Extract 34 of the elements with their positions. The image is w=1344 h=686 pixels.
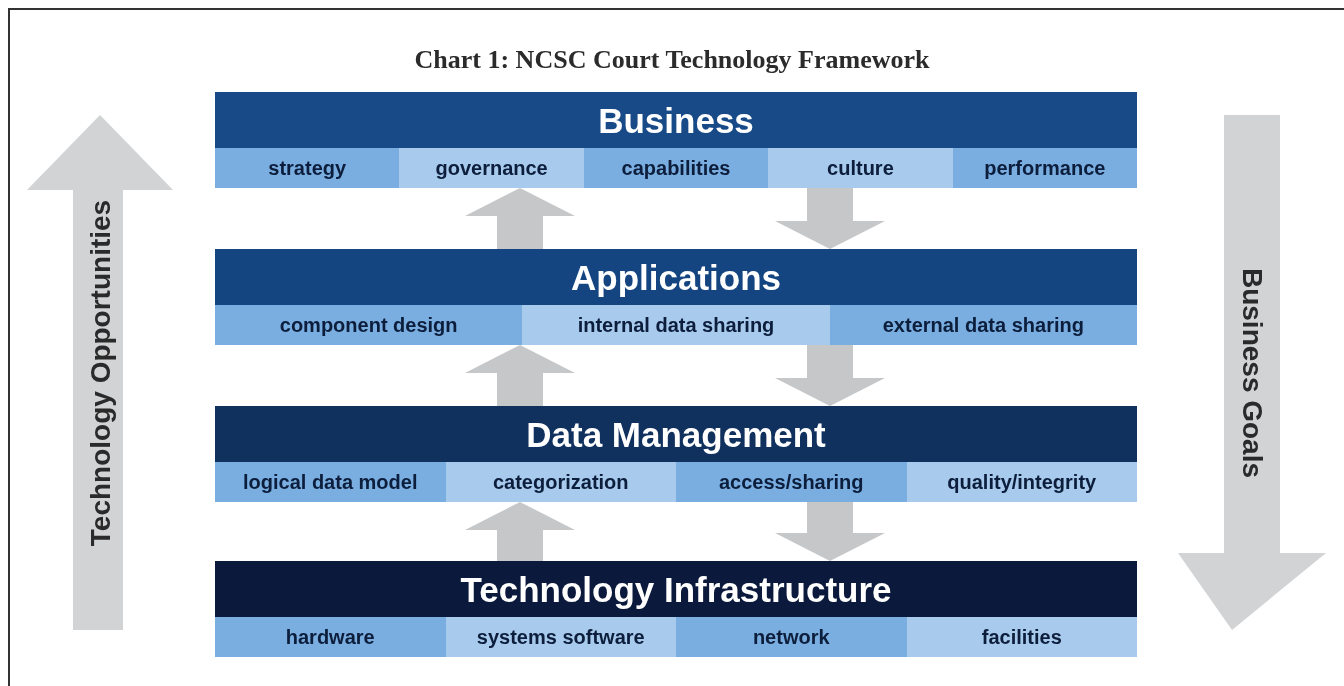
component-cell: component design <box>215 305 523 345</box>
block-arrow <box>775 345 885 406</box>
layer-panel <box>215 561 1137 657</box>
arrow-label: Business Goals <box>1236 267 1269 478</box>
direction-block-arrow <box>1178 115 1326 630</box>
chart-title: Chart 1: NCSC Court Technology Framework <box>413 44 931 76</box>
component-cell: performance <box>952 148 1138 188</box>
component-cell: network <box>676 617 907 657</box>
component-cell: strategy <box>215 148 400 188</box>
block-arrow <box>465 188 575 249</box>
layer-heading: Business <box>598 102 754 138</box>
layer-panel <box>215 92 1137 188</box>
arrow-label: Technology Opportunities <box>84 199 117 546</box>
component-cell: hardware <box>215 617 446 657</box>
layer-heading: Data Management <box>526 416 826 452</box>
direction-block-arrow <box>27 115 175 630</box>
component-cell: quality/integrity <box>906 462 1137 502</box>
component-cell: logical data model <box>215 462 446 502</box>
component-cell: governance <box>399 148 584 188</box>
block-arrow <box>465 502 575 561</box>
layer-heading: Applications <box>571 259 781 295</box>
layer-panel <box>215 249 1137 345</box>
component-cell: access/sharing <box>676 462 907 502</box>
component-cell: systems software <box>445 617 676 657</box>
layer-heading: Technology Infrastructure <box>460 571 892 607</box>
component-cell: categorization <box>445 462 676 502</box>
component-cell: culture <box>768 148 953 188</box>
layer-panel <box>215 406 1137 502</box>
component-cell: external data sharing <box>829 305 1137 345</box>
block-arrow <box>465 345 575 406</box>
component-cell: capabilities <box>583 148 769 188</box>
component-cell: internal data sharing <box>522 305 830 345</box>
component-cell: facilities <box>906 617 1137 657</box>
block-arrow <box>775 188 885 249</box>
